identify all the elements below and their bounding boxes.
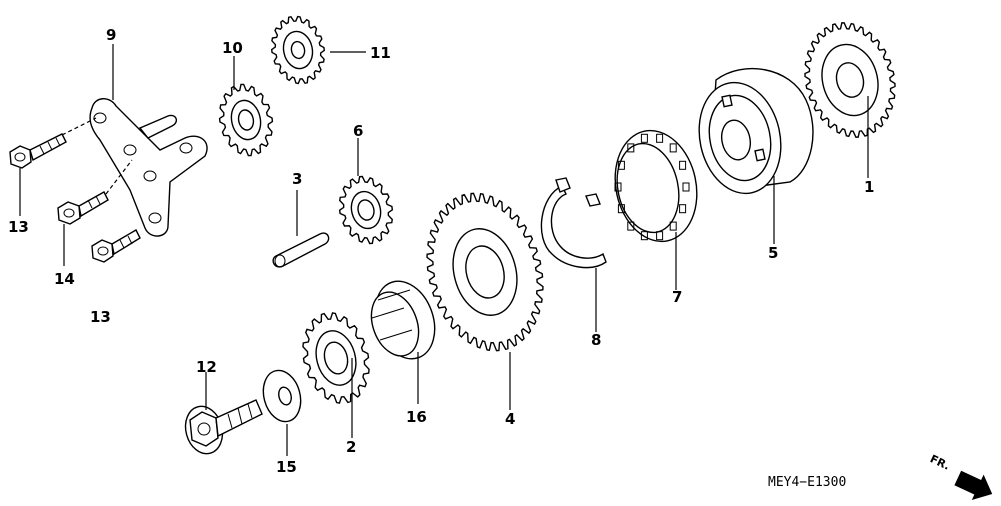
callout-7: 7 [672, 288, 682, 306]
needle-bearing-part-16 [370, 280, 436, 360]
callout-13-lower: 13 [90, 308, 111, 326]
clutch-outer-part-5 [698, 67, 814, 195]
callout-9: 9 [106, 26, 116, 44]
gear-part-4 [426, 192, 544, 352]
flange-bolt-part-12 [184, 399, 263, 455]
bolt-part-14 [57, 191, 109, 225]
one-way-clutch-part-7 [614, 129, 698, 243]
callout-15: 15 [276, 458, 297, 476]
clutch-sprag-cell [682, 182, 690, 192]
bolt-part-13-lower [91, 229, 141, 263]
callout-4: 4 [505, 410, 515, 428]
leader-lines [19, 44, 869, 456]
gear-group [218, 15, 896, 404]
direction-label: FR. [928, 452, 952, 472]
diagram-code: MEY4−E1300 [768, 475, 846, 490]
gear-part-6 [338, 175, 394, 245]
callout-16: 16 [406, 408, 427, 426]
callout-10: 10 [222, 39, 243, 57]
clutch-sprag-cell [640, 133, 648, 143]
clutch-sprag-cell [627, 143, 635, 153]
gear-part-11 [270, 15, 326, 85]
clutch-sprag-cell [617, 204, 625, 214]
callout-3: 3 [292, 170, 302, 188]
clutch-sprag-cell [656, 133, 664, 143]
callout-1: 1 [864, 178, 874, 196]
clutch-sprag-cell [679, 160, 687, 170]
callout-12: 12 [196, 358, 217, 376]
gear-part-10 [218, 83, 274, 157]
pin-part-3 [272, 232, 330, 268]
clutch-sprag-cell [614, 182, 622, 192]
callout-14: 14 [54, 270, 75, 288]
clutch-sprag-cell [669, 143, 677, 153]
bolt-part-13-upper [9, 133, 67, 169]
callout-13-upper: 13 [8, 218, 29, 236]
callout-6: 6 [353, 122, 363, 140]
gear-part-1 [804, 22, 896, 138]
washer-part-15 [262, 369, 302, 423]
gear-part-2 [302, 312, 370, 404]
clutch-sprag-cell [656, 231, 664, 241]
front-direction-arrow-icon: FR. [928, 452, 993, 500]
callout-8: 8 [591, 331, 601, 349]
clutch-sprag-cell [679, 204, 687, 214]
clutch-sprag-cell [617, 160, 625, 170]
clutch-sprag-cell [627, 221, 635, 231]
bracket-plate-part-9 [89, 98, 208, 237]
clutch-sprag-cell [640, 231, 648, 241]
clutch-sprag-cell [669, 221, 677, 231]
callout-2: 2 [346, 438, 356, 456]
callout-11: 11 [370, 44, 391, 62]
callout-5: 5 [768, 244, 778, 262]
clip-ring-part-8 [540, 177, 607, 269]
